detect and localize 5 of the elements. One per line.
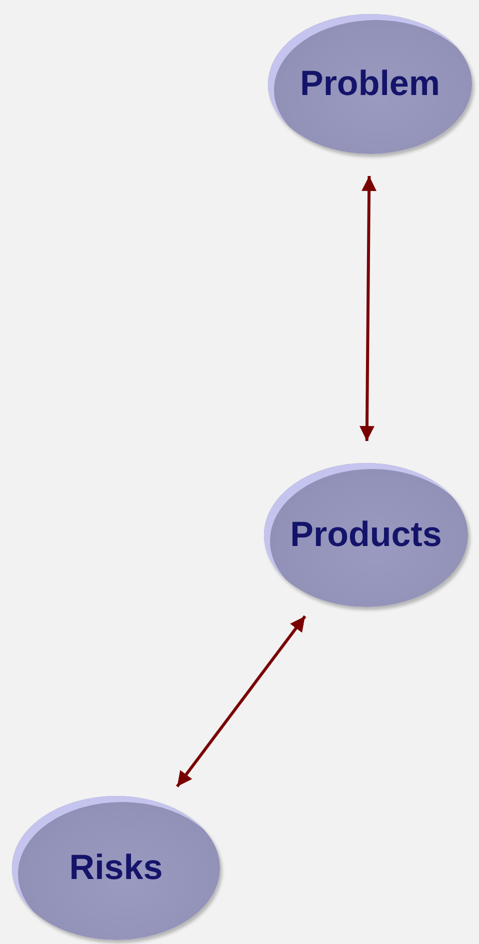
double-arrow	[359, 176, 377, 442]
double-arrow	[176, 615, 306, 788]
node-label: Products	[290, 515, 442, 555]
node-label: Problem	[300, 64, 440, 104]
node-label: Risks	[69, 848, 163, 888]
